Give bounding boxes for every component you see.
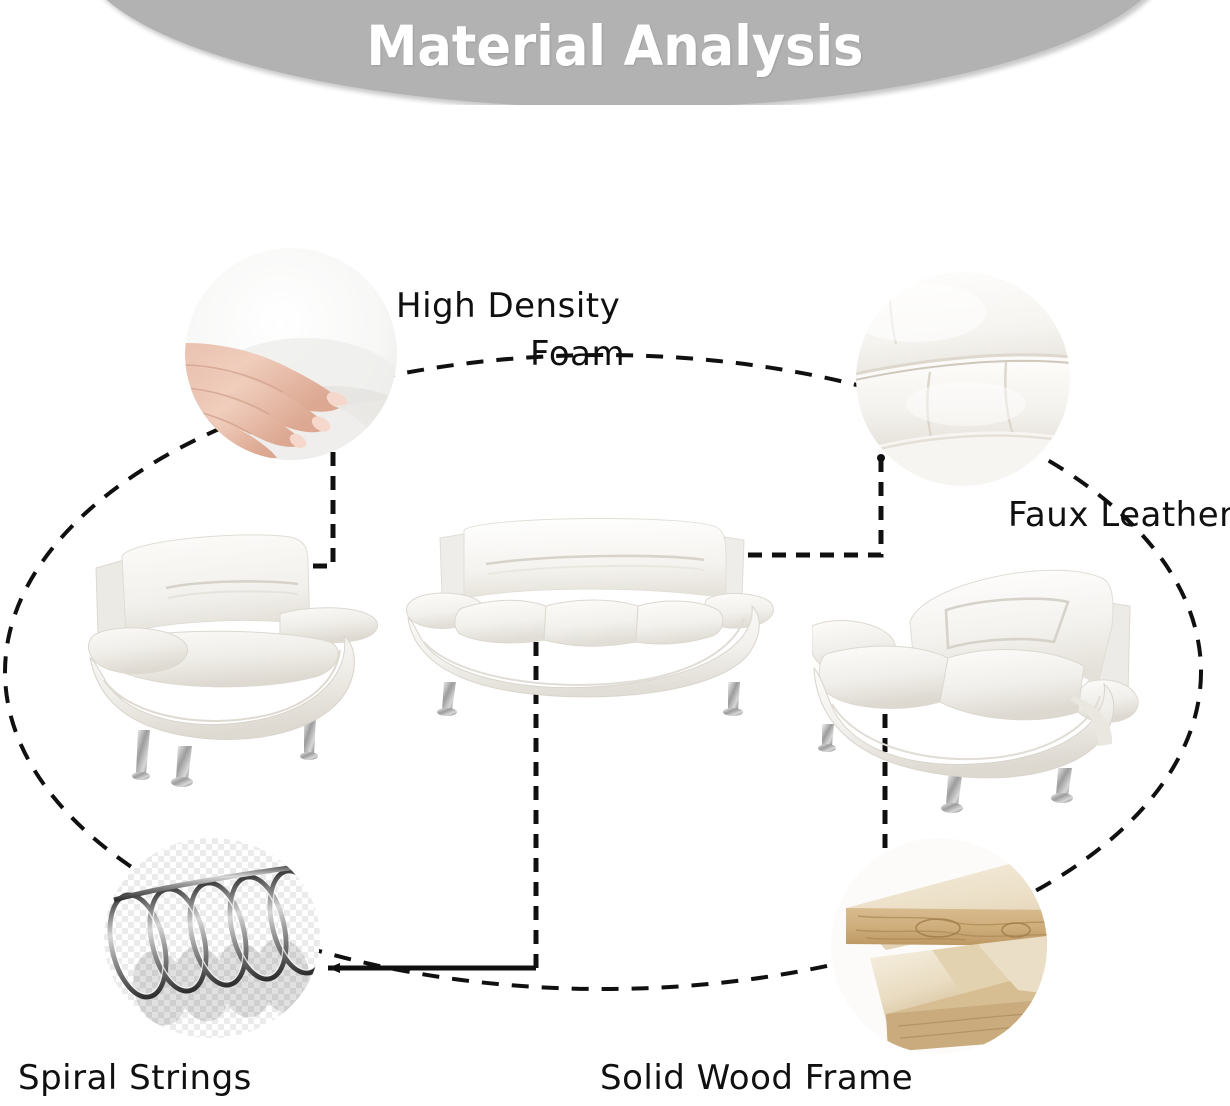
label-faux-leather: Faux Leather (1008, 495, 1230, 535)
furniture-armchair (82, 530, 382, 788)
label-high-density-foam-line1: High Density (396, 286, 621, 326)
furniture-sofa (404, 506, 780, 738)
header-banner: Material Analysis (0, 0, 1230, 105)
label-solid-wood-frame: Solid Wood Frame (600, 1058, 914, 1098)
photo-solid-wood-frame (828, 838, 1050, 1054)
photo-spiral-strings (104, 838, 320, 1038)
furniture-loveseat (812, 548, 1142, 820)
photo-faux-leather (856, 272, 1070, 486)
label-spiral-strings: Spiral Strings (18, 1058, 252, 1098)
label-high-density-foam-line2: Foam (530, 334, 626, 374)
photo-high-density-foam (185, 248, 397, 460)
page-title: Material Analysis (366, 14, 864, 78)
